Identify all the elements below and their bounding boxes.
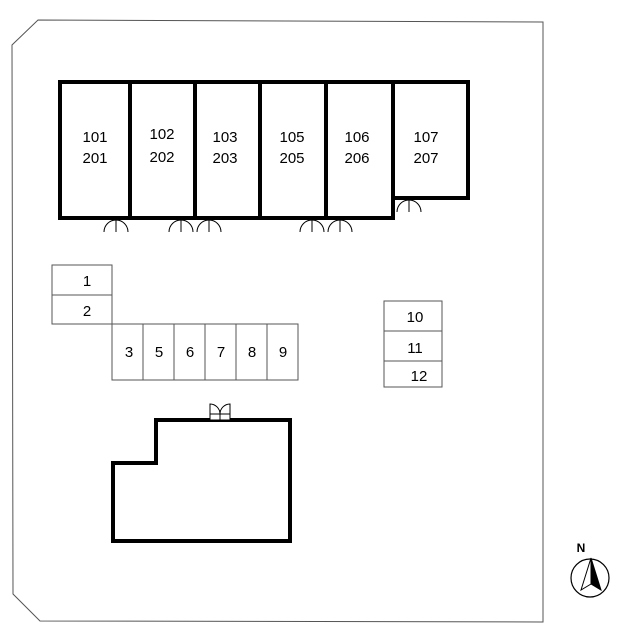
door-icon xyxy=(209,403,231,421)
unit-label: 202 xyxy=(149,149,174,166)
unit-label: 103 xyxy=(212,129,237,146)
unit-label: 101 xyxy=(82,129,107,146)
door-icon xyxy=(299,219,325,233)
parking-space xyxy=(51,264,113,296)
door-icon xyxy=(327,219,353,233)
door-icon xyxy=(196,219,222,233)
unit-label: 207 xyxy=(413,150,438,167)
parking-space xyxy=(235,323,268,381)
parking-row xyxy=(111,323,299,381)
parking-label: 12 xyxy=(411,368,428,385)
parking-label: 2 xyxy=(83,303,91,320)
parking-label: 9 xyxy=(279,344,287,361)
parking-space xyxy=(383,300,443,332)
parking-label: 3 xyxy=(125,344,133,361)
parking-label: 8 xyxy=(248,344,256,361)
parking-label: 1 xyxy=(83,273,91,290)
unit-label: 201 xyxy=(82,150,107,167)
unit-label: 106 xyxy=(344,129,369,146)
door-icon xyxy=(103,219,129,233)
unit-label: 206 xyxy=(344,150,369,167)
parking-left xyxy=(51,264,113,325)
unit-label: 105 xyxy=(279,129,304,146)
apartment-building: 101 201 102 202 103 203 105 205 106 206 … xyxy=(58,80,470,220)
doors xyxy=(103,199,422,233)
secondary-building xyxy=(111,418,292,543)
parking-space xyxy=(383,360,443,388)
unit-label: 205 xyxy=(279,150,304,167)
unit-label: 107 xyxy=(413,129,438,146)
unit-label: 102 xyxy=(149,126,174,143)
parking-label: 5 xyxy=(155,344,163,361)
parking-space xyxy=(204,323,237,381)
parking-label: 7 xyxy=(217,344,225,361)
parking-label: 10 xyxy=(407,309,424,326)
door-icon xyxy=(396,199,422,213)
north-label: N xyxy=(577,541,586,555)
parking-space xyxy=(51,294,113,325)
unit-label: 203 xyxy=(212,150,237,167)
parking-label: 6 xyxy=(186,344,194,361)
north-arrow-icon-outline xyxy=(580,557,592,592)
door-icon xyxy=(168,219,194,233)
site-boundary xyxy=(11,19,544,623)
parking-space xyxy=(142,323,175,381)
parking-label: 11 xyxy=(407,340,423,357)
parking-right xyxy=(383,300,443,388)
compass: N xyxy=(570,541,610,598)
parking-space xyxy=(111,323,144,381)
parking-space xyxy=(266,323,299,381)
